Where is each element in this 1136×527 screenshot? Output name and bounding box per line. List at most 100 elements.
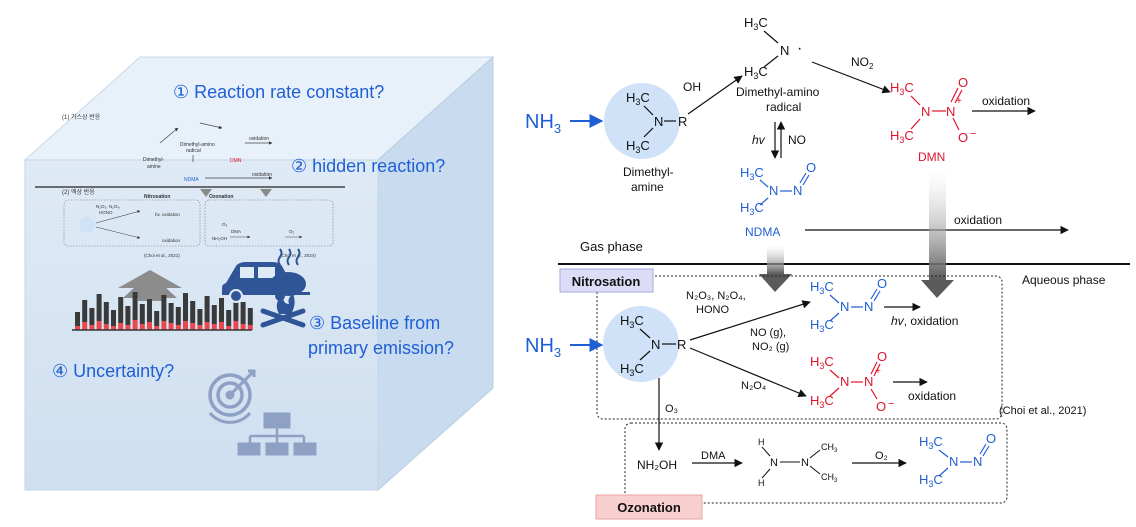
svg-text:O: O xyxy=(877,349,887,364)
svg-text:H3C: H3C xyxy=(810,279,834,296)
svg-text:O: O xyxy=(877,276,887,291)
dmn-n1: N xyxy=(921,104,930,119)
series-bar xyxy=(175,307,181,325)
series-bar-baseline xyxy=(154,326,160,330)
citation: (Choi et al., 2021) xyxy=(999,405,1086,417)
svg-text:H3C: H3C xyxy=(810,354,834,371)
series-bar-baseline xyxy=(204,322,210,330)
series-bar-baseline xyxy=(175,325,181,330)
svg-text:O: O xyxy=(986,431,996,446)
reaction-diagram: NH3 H3C N H3C R Dimethyl- amine OH H3C N… xyxy=(525,15,1130,520)
ndma-n1: N xyxy=(769,183,778,198)
series-bar xyxy=(103,302,109,324)
series-bar-baseline xyxy=(103,324,109,330)
rad-n: N xyxy=(780,43,789,58)
series-bar-baseline xyxy=(211,324,217,330)
hydrazine-structure: H N H N CH3 CH3 xyxy=(758,437,838,488)
series-bar-baseline xyxy=(118,323,124,330)
dma-label: DMA xyxy=(701,450,726,462)
series-bar xyxy=(139,304,145,324)
series-bar xyxy=(197,309,203,325)
time-series-icon xyxy=(72,292,253,331)
ndma-label: NDMA xyxy=(745,225,780,239)
target-icon xyxy=(208,369,256,424)
rad-bond-1 xyxy=(763,30,779,44)
dimethylamine-label-2: amine xyxy=(631,180,664,194)
series-bar xyxy=(89,308,95,325)
series-bar-baseline xyxy=(197,325,203,330)
svg-text:+: + xyxy=(875,366,881,377)
hv-label: hv xyxy=(752,133,766,147)
series-bar xyxy=(226,310,232,326)
series-bar-baseline xyxy=(82,322,88,330)
dma-n: N xyxy=(654,114,663,129)
question-2: ② hidden reaction? xyxy=(291,156,445,176)
mini-nh2oh: NH₂OH xyxy=(212,236,227,241)
dimethylamine-bubble xyxy=(604,83,680,159)
svg-text:H3C: H3C xyxy=(810,393,834,410)
series-bar-baseline xyxy=(132,320,138,330)
dma-bond-2 xyxy=(643,127,654,138)
dmn-oxidation-label: oxidation xyxy=(982,94,1030,108)
series-bar-baseline xyxy=(147,322,152,330)
hierarchy-icon xyxy=(237,412,317,456)
dma2-r: R xyxy=(677,337,686,352)
nitrosation-box xyxy=(596,275,1003,420)
svg-text:H3C: H3C xyxy=(810,317,834,334)
dmn-aq-structure: H3C N H3C N + O O − xyxy=(810,349,894,414)
radical-label-2: radical xyxy=(766,100,801,114)
mini-ozonation-label: Ozonation xyxy=(209,194,233,200)
o2-label: O₂ xyxy=(875,450,888,462)
dma-bond-1 xyxy=(643,105,654,116)
mini-down-arrow-2 xyxy=(260,189,272,197)
series-bar xyxy=(147,299,152,322)
dma-h3c-top: H3C xyxy=(626,90,650,107)
series-bar-baseline xyxy=(111,326,116,330)
ozonation-tag xyxy=(595,494,703,520)
series-bar xyxy=(118,297,124,323)
ndma-aq-structure: H3C N H3C N O xyxy=(810,276,887,334)
dmn-label: DMN xyxy=(918,150,945,164)
no2-arrow xyxy=(811,61,891,94)
svg-text:H3C: H3C xyxy=(919,434,943,451)
dmn-h3c-top: H3C xyxy=(890,80,914,97)
mini-gas-title: (1) 가스상 반응 xyxy=(62,113,101,121)
mini-diagram: (1) 가스상 반응 Dimethyl- amine Dimethyl-amin… xyxy=(35,113,345,258)
svg-text:N: N xyxy=(864,374,873,389)
no-label: NO xyxy=(788,133,806,147)
svg-text:N: N xyxy=(770,457,778,469)
question-4: ④ Uncertainty? xyxy=(52,361,174,381)
dmn-n2: N xyxy=(946,104,955,119)
dmn-h3c-bottom: H3C xyxy=(890,128,914,145)
ozonation-label: Ozonation xyxy=(617,500,681,515)
svg-text:H3C: H3C xyxy=(919,472,943,489)
dimethylamine-label-1: Dimethyl- xyxy=(623,165,674,179)
svg-text:N: N xyxy=(840,374,849,389)
series-bar-baseline xyxy=(233,321,239,330)
series-bar-baseline xyxy=(168,323,174,330)
series-bar-baseline xyxy=(139,324,145,330)
svg-text:N: N xyxy=(973,454,982,469)
question-1: ① Reaction rate constant? xyxy=(173,82,384,102)
series-bar-baseline xyxy=(226,326,232,330)
series-bar xyxy=(132,292,138,320)
svg-text:−: − xyxy=(888,398,894,410)
nh3-gas: NH3 xyxy=(525,111,561,136)
nitro-arrow-up xyxy=(689,300,811,341)
mini-ndma: NDMA xyxy=(184,177,199,183)
mini-o2: O₂ xyxy=(289,229,295,234)
mini-bubble xyxy=(79,217,95,233)
series-bar xyxy=(125,306,131,325)
nitro-arrow-down xyxy=(689,347,807,397)
rad-h3c-bottom: H3C xyxy=(744,64,768,81)
nh2oh-label: NH₂OH xyxy=(637,458,677,472)
mini-radical-2: radical xyxy=(186,148,201,154)
ndma-h3c-top: H3C xyxy=(740,165,764,182)
dmn-aq-oxidation-label: oxidation xyxy=(908,389,956,403)
question-3-line-1: ③ Baseline from xyxy=(309,313,440,333)
series-bar-baseline xyxy=(219,322,224,330)
dma-r: R xyxy=(678,114,687,129)
dma2-h3c-bottom: H3C xyxy=(620,361,644,378)
mini-liq-title: (2) 액상 반응 xyxy=(62,188,95,196)
